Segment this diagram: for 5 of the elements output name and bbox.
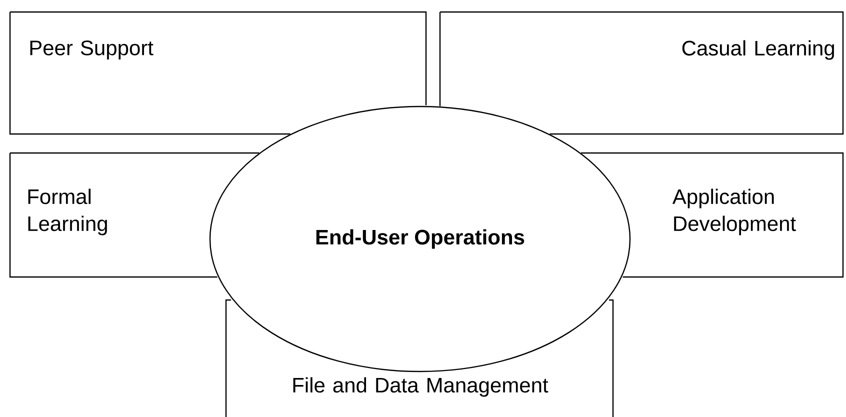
- text-box: Application Development: [580, 152, 844, 278]
- text-box: File and Data Management: [225, 299, 614, 417]
- text-box: Peer Support: [9, 11, 427, 135]
- text-box: Formal Learning: [9, 152, 260, 278]
- text-box: Casual Learning: [439, 11, 844, 135]
